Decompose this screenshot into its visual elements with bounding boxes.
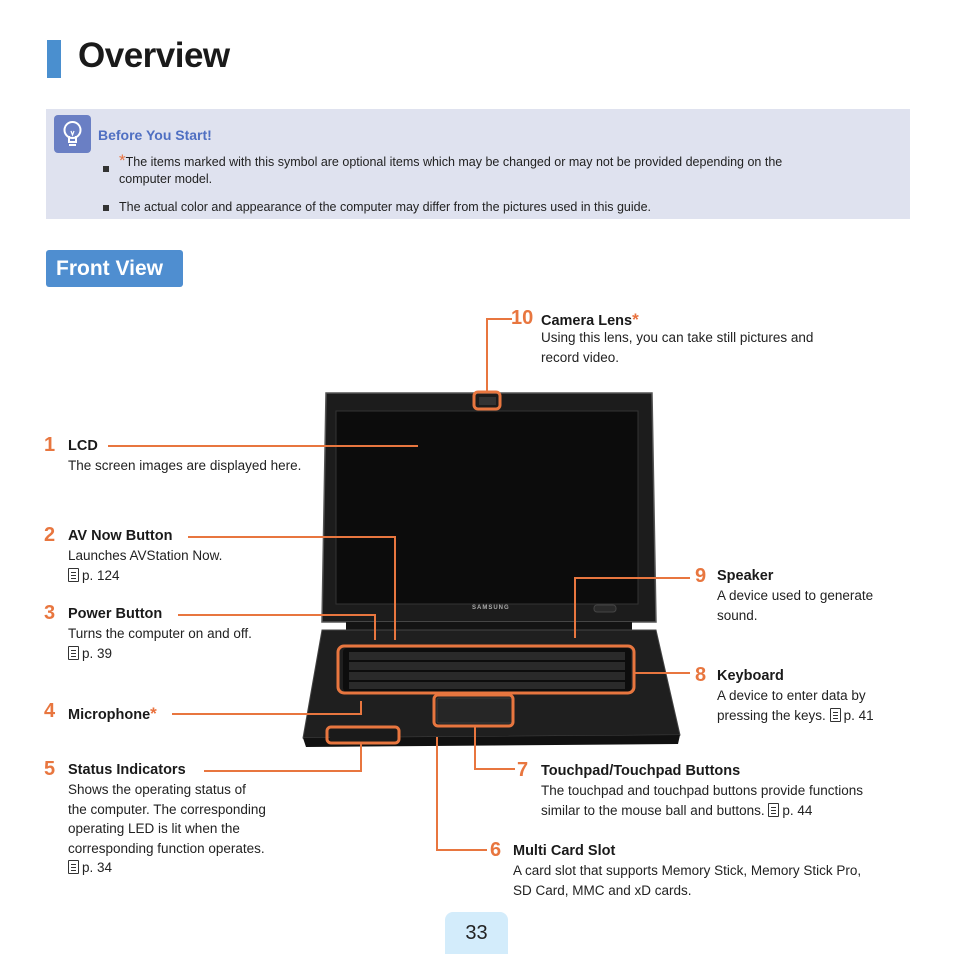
- camera-lens-title-text: Camera Lens: [541, 313, 633, 329]
- manual-page-icon: [829, 707, 841, 722]
- item-title-camera-lens: Camera Lens*: [541, 310, 639, 330]
- desc-line: Launches AVStation Now.: [68, 548, 223, 563]
- manual-page-icon: [68, 860, 79, 874]
- desc-line: The touchpad and touchpad buttons provid…: [541, 783, 863, 798]
- item-title-power-button: Power Button: [68, 606, 163, 622]
- page-title: Overview: [78, 36, 230, 75]
- lightbulb-icon: [54, 115, 91, 153]
- desc-line: SD Card, MMC and xD cards.: [513, 882, 692, 898]
- note-item-1: *The items marked with this symbol are o…: [119, 152, 782, 188]
- desc-line: operating LED is lit when the: [68, 821, 240, 836]
- bullet-icon: [103, 166, 109, 172]
- optional-star: *: [150, 704, 157, 723]
- note-item-1-line1: The items marked with this symbol are op…: [125, 155, 783, 169]
- callout-number-3: 3: [44, 602, 56, 624]
- item-title-touchpad: Touchpad/Touchpad Buttons: [541, 763, 741, 779]
- desc-line: A device to enter data by: [717, 688, 866, 703]
- item-title-speaker: Speaker: [717, 568, 774, 584]
- manual-page-icon: [68, 567, 79, 582]
- item-desc-status-indicators: Shows the operating status of the comput…: [68, 780, 266, 878]
- item-desc-power-button: Turns the computer on and off. p. 39: [68, 624, 252, 663]
- brand-logo: SAMSUNG: [472, 605, 510, 611]
- desc-line: Using this lens, you can take still pict…: [541, 330, 814, 345]
- item-title-lcd: LCD: [68, 438, 98, 454]
- before-you-start-box: [46, 109, 910, 219]
- callout-number-10: 10: [511, 307, 534, 329]
- desc-line: Shows the operating status of: [68, 782, 246, 797]
- desc-line-text: pressing the keys.: [717, 707, 826, 723]
- optional-star: *: [632, 310, 639, 329]
- page-reference: p. 124: [68, 566, 222, 586]
- item-desc-touchpad: The touchpad and touchpad buttons provid…: [541, 781, 863, 820]
- item-desc-keyboard: A device to enter data by pressing the k…: [717, 686, 874, 725]
- front-view-heading: Front View: [46, 250, 183, 287]
- desc-line: corresponding function operates.: [68, 840, 265, 856]
- page-ref-text: p. 39: [82, 645, 113, 661]
- page-ref-text: p. 34: [82, 860, 113, 875]
- note-item-1-line2: computer model.: [119, 172, 213, 186]
- callout-number-2: 2: [44, 524, 56, 546]
- item-title-keyboard: Keyboard: [717, 668, 784, 684]
- desc-line-with-ref: pressing the keys. p. 41: [717, 706, 874, 726]
- item-desc-camera-lens: Using this lens, you can take still pict…: [541, 328, 813, 367]
- desc-line: record video.: [541, 349, 620, 365]
- desc-line-text: similar to the mouse ball and buttons.: [541, 802, 765, 818]
- desc-line: A device used to generate: [717, 588, 874, 603]
- note-item-2: The actual color and appearance of the c…: [119, 200, 652, 214]
- item-title-status-indicators: Status Indicators: [68, 762, 186, 778]
- item-desc-av-now-button: Launches AVStation Now. p. 124: [68, 546, 222, 585]
- note-heading: Before You Start!: [98, 127, 212, 143]
- page-reference: p. 34: [68, 858, 266, 878]
- callout-number-5: 5: [44, 758, 56, 780]
- page-ref-text: p. 124: [82, 567, 120, 583]
- optional-star: *: [119, 151, 126, 170]
- item-desc-lcd: The screen images are displayed here.: [68, 458, 302, 473]
- page-ref-text: p. 44: [782, 802, 813, 818]
- page-ref-text: p. 41: [843, 707, 874, 723]
- callout-number-1: 1: [44, 434, 56, 456]
- desc-line: sound.: [717, 607, 758, 623]
- desc-line: A card slot that supports Memory Stick, …: [513, 863, 862, 878]
- desc-line: the computer. The corresponding: [68, 801, 266, 817]
- item-title-microphone: Microphone*: [68, 704, 157, 724]
- page-number: 33: [445, 912, 508, 954]
- item-desc-speaker: A device used to generate sound.: [717, 586, 873, 625]
- callout-number-9: 9: [695, 565, 707, 587]
- callout-number-7: 7: [517, 759, 529, 781]
- item-title-av-now-button: AV Now Button: [68, 528, 173, 544]
- callout-number-4: 4: [44, 700, 56, 722]
- microphone-title-text: Microphone: [68, 707, 151, 723]
- page-reference: p. 39: [68, 644, 252, 664]
- title-accent-bar: [47, 40, 61, 78]
- desc-line-with-ref: similar to the mouse ball and buttons. p…: [541, 801, 863, 821]
- callout-number-8: 8: [695, 664, 707, 686]
- callout-number-6: 6: [490, 839, 502, 861]
- manual-page-icon: [68, 645, 79, 660]
- item-desc-multi-card-slot: A card slot that supports Memory Stick, …: [513, 861, 861, 900]
- manual-page-icon: [768, 802, 780, 817]
- bullet-icon: [103, 205, 109, 211]
- desc-line: Turns the computer on and off.: [68, 626, 252, 641]
- item-title-multi-card-slot: Multi Card Slot: [513, 843, 616, 859]
